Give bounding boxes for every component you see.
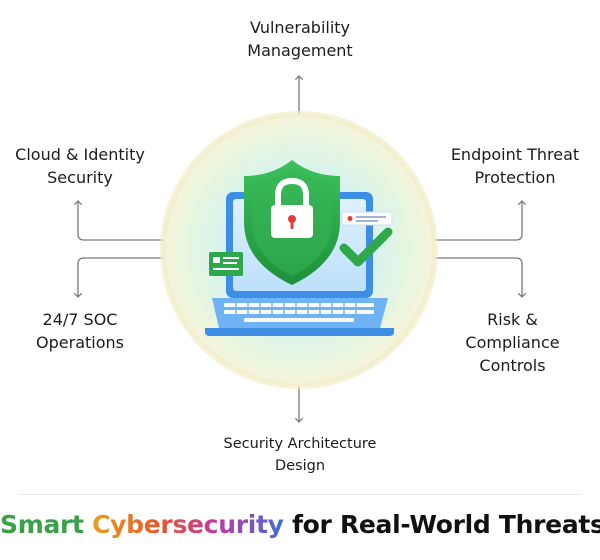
node-label-line: Controls: [479, 356, 546, 375]
message-card-icon: [341, 211, 393, 226]
node-label-line: Security: [47, 168, 113, 187]
connector-bottom-right: [432, 257, 527, 298]
node-label-line: Design: [274, 458, 326, 474]
node-endpoint-threat-protection: Endpoint Threat Protection: [430, 143, 600, 189]
node-label-line: Vulnerability: [249, 18, 351, 37]
node-vulnerability-management: Vulnerability Management: [200, 16, 400, 62]
node-cloud-identity-security: Cloud & Identity Security: [0, 143, 160, 189]
headline-word-cybersecurity: Cybersecurity: [92, 510, 284, 539]
divider: [20, 494, 580, 495]
connector-top-right: [432, 200, 527, 241]
node-label-line: Protection: [474, 168, 556, 187]
node-label-line: 24/7 SOC: [42, 310, 118, 329]
node-label-line: Compliance: [465, 333, 560, 352]
connector-top-left: [73, 200, 168, 241]
connector-bottom-left: [73, 257, 168, 298]
headline-word-smart: Smart: [0, 510, 84, 539]
headline-rest: for Real-World Threats: [292, 510, 600, 539]
padlock-icon: [271, 177, 313, 238]
node-label-line: Cloud & Identity: [15, 145, 145, 164]
node-label-line: Management: [247, 41, 353, 60]
node-label-line: Endpoint Threat: [450, 145, 580, 164]
node-risk-compliance-controls: Risk & Compliance Controls: [445, 308, 580, 377]
checkmark-icon: [339, 227, 393, 267]
node-soc-operations: 24/7 SOC Operations: [10, 308, 150, 354]
diagram-graphic: [73, 75, 527, 423]
node-label-line: Risk &: [487, 310, 538, 329]
node-label-line: Security Architecture: [223, 436, 377, 452]
node-security-architecture-design: Security Architecture Design: [190, 433, 410, 477]
footer-headline: Smart Cybersecurity for Real-World Threa…: [0, 510, 600, 539]
credential-card-icon: [209, 252, 243, 276]
node-label-line: Operations: [36, 333, 124, 352]
